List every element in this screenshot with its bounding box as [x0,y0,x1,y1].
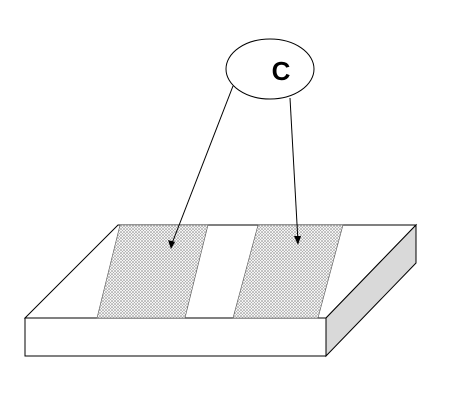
leader-line-right [289,97,299,243]
arrowhead-left [168,240,175,249]
callout-label: C [272,56,291,86]
substrate-slab [23,223,418,358]
slab-front-face [24,317,327,357]
callout-bubble: C [225,38,315,100]
leader-line-left [170,85,234,247]
arrowhead-right [294,236,301,245]
slab-side-face [325,223,417,358]
callout-ellipse [225,38,315,100]
stripe-right [232,224,344,319]
callout-leaders [168,85,301,249]
stripes [96,224,344,319]
